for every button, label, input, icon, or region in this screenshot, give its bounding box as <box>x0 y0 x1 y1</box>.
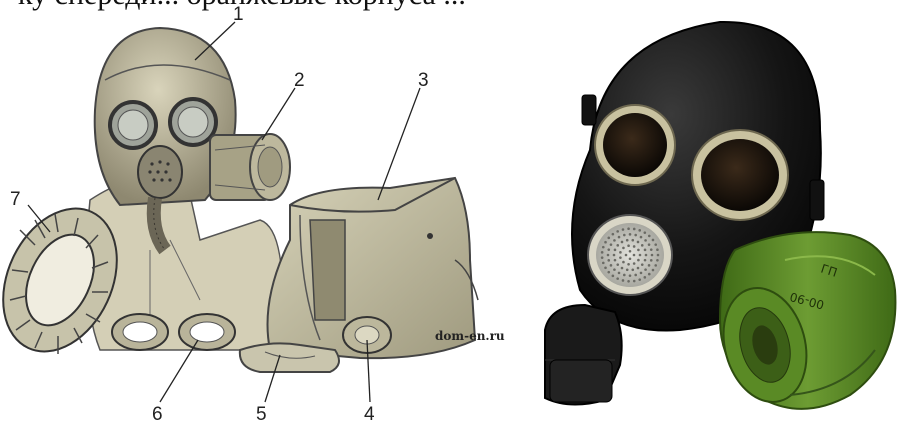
right-lens <box>692 130 788 220</box>
left-lens <box>595 105 675 185</box>
label-6: 6 <box>152 404 163 425</box>
label-1: 1 <box>233 4 244 25</box>
label-5: 5 <box>256 404 267 425</box>
filter-canister-sketch <box>210 134 290 200</box>
gas-mask-photo: ГП 00-90 <box>520 0 904 434</box>
label-2: 2 <box>294 70 305 91</box>
gas-mask-diagram: 1 2 3 4 5 6 7 dom-en.ru <box>0 0 520 434</box>
pencil-box <box>240 343 339 372</box>
label-7: 7 <box>10 189 21 210</box>
speech-grille <box>588 215 672 295</box>
chin-valve <box>545 305 622 405</box>
watermark: dom-en.ru <box>435 329 505 343</box>
filter-canister-green: ГП 00-90 <box>711 232 895 411</box>
label-3: 3 <box>418 70 429 91</box>
label-4: 4 <box>364 404 375 425</box>
valve-box <box>138 146 182 198</box>
